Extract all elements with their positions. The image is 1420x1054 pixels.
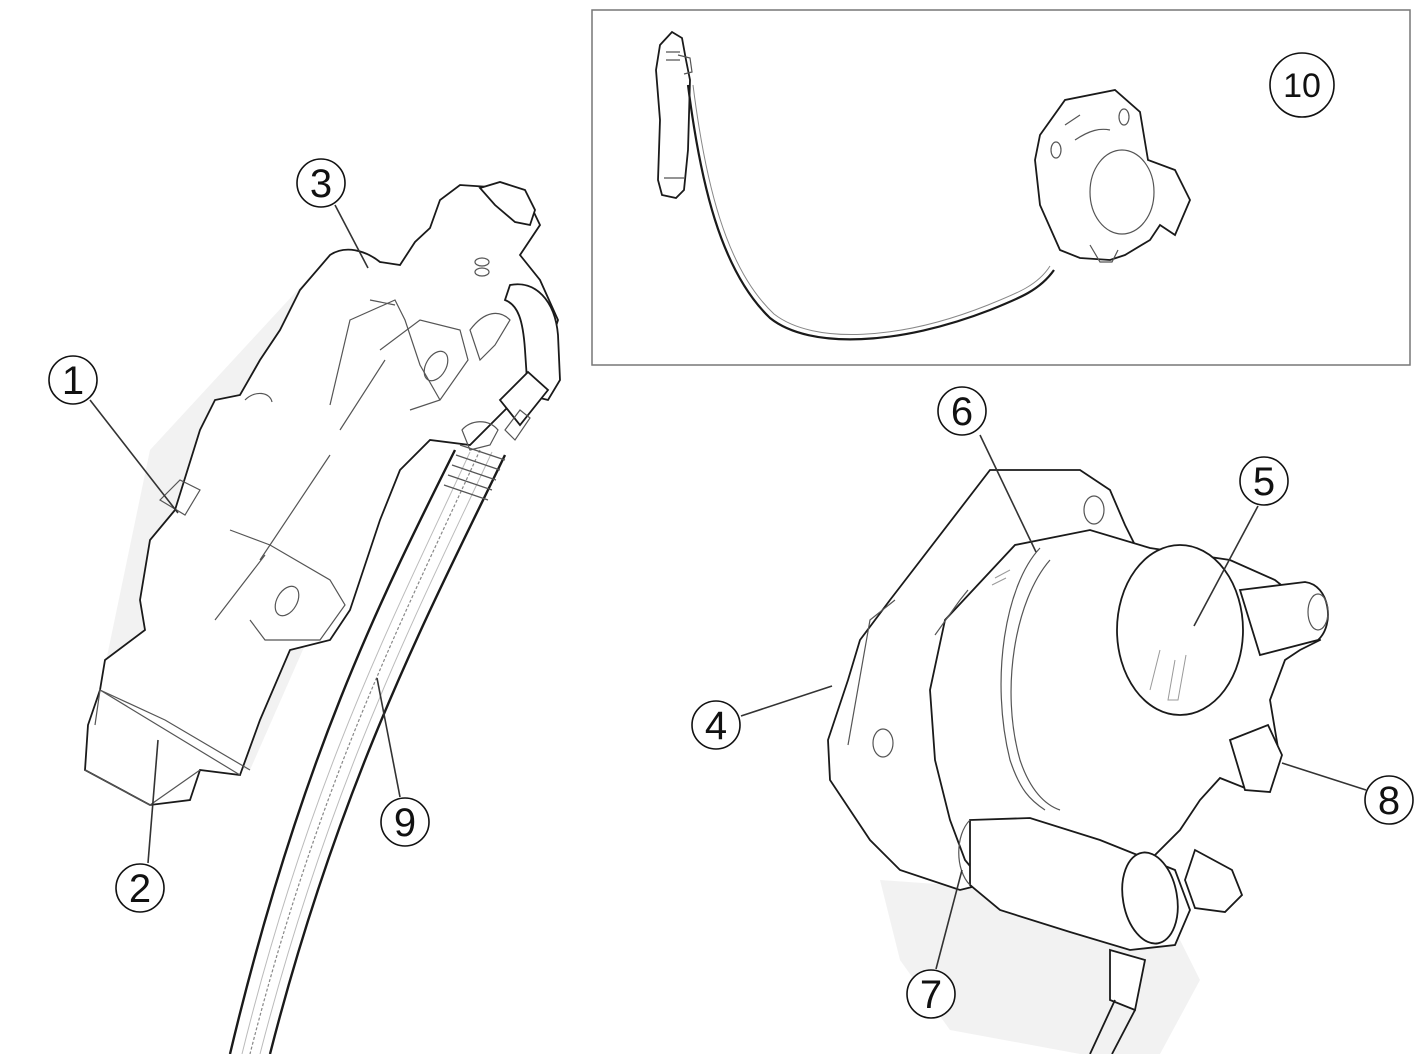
callout-6-label: 6: [951, 390, 973, 434]
callout-1: 1: [48, 355, 98, 405]
inset-master-cylinder: [655, 30, 693, 199]
callout-1-circle: [48, 355, 98, 405]
callout-6-circle: [937, 386, 987, 436]
callout-6: 6: [937, 386, 987, 436]
callout-2-circle: [115, 863, 165, 913]
callout-8-label: 8: [1378, 779, 1400, 823]
master-cylinder: [84, 181, 561, 806]
callout-9-circle: [380, 797, 430, 847]
leader-lines: [89, 204, 1367, 970]
brake-hose: [228, 444, 507, 1054]
callout-10-circle: [1269, 52, 1335, 118]
callout-3-label: 3: [310, 162, 332, 206]
leader-2: [147, 739, 159, 864]
leader-8: [1281, 762, 1367, 791]
callout-7-label: 7: [920, 973, 942, 1017]
callout-10-label: 10: [1283, 67, 1321, 105]
callout-4-circle: [691, 700, 741, 750]
inset-caliper: [1034, 89, 1191, 263]
callout-1-label: 1: [62, 359, 84, 403]
leader-1: [89, 399, 179, 514]
leader-4: [740, 685, 833, 717]
callout-2-label: 2: [129, 867, 151, 911]
callout-5-label: 5: [1253, 460, 1275, 504]
callout-10: 10: [1269, 52, 1335, 118]
leader-5: [1193, 505, 1259, 627]
callout-9: 9: [380, 797, 430, 847]
callout-2: 2: [115, 863, 165, 913]
leader-3: [334, 204, 369, 269]
inset-assembly-box: 10: [591, 9, 1411, 366]
inset-hose: [686, 84, 1055, 341]
callout-5-circle: [1239, 456, 1289, 506]
callout-8: 8: [1364, 775, 1414, 825]
callout-7-circle: [906, 969, 956, 1019]
callout-7: 7: [906, 969, 956, 1019]
leader-6: [979, 434, 1037, 553]
callout-3: 3: [296, 158, 346, 208]
callout-3-circle: [296, 158, 346, 208]
leader-7: [935, 869, 963, 970]
callout-4-label: 4: [705, 704, 727, 748]
callout-8-circle: [1364, 775, 1414, 825]
callout-9-label: 9: [394, 801, 416, 845]
leader-9: [376, 677, 401, 798]
callout-4: 4: [691, 700, 741, 750]
brake-caliper: [827, 469, 1329, 1054]
callout-5: 5: [1239, 456, 1289, 506]
